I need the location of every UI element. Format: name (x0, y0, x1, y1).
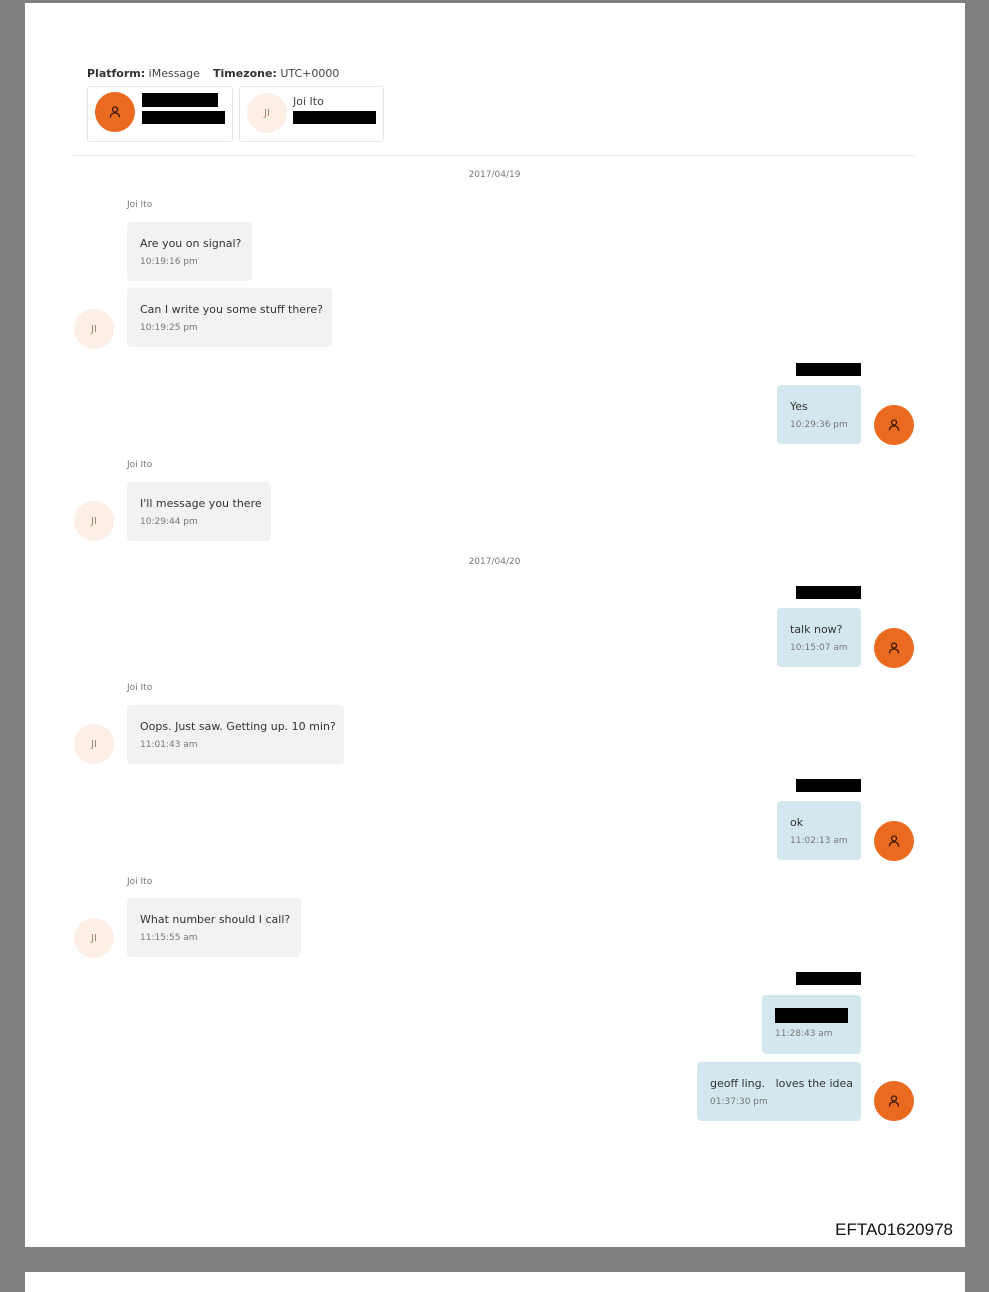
bates-number: EFTA01620978 (835, 1220, 953, 1239)
sender-name-redacted (796, 586, 861, 599)
timezone-label: Timezone: UTC+0000 (213, 67, 340, 80)
sender-name-redacted (796, 779, 861, 792)
person-icon (874, 821, 914, 861)
message-time: 01:37:30 pm (710, 1097, 768, 1107)
person-icon (874, 405, 914, 445)
message-bubble: Oops. Just saw. Getting up. 10 min? 11:0… (127, 705, 344, 764)
message-bubble: ok 11:02:13 am (777, 801, 861, 860)
message-bubble: Can I write you some stuff there? 10:19:… (127, 288, 332, 347)
sender-name: Joi Ito (127, 200, 153, 210)
message-bubble: Are you on signal? 10:19:16 pm (127, 222, 252, 281)
person-icon (874, 628, 914, 668)
message-bubble: talk now? 10:15:07 am (777, 608, 861, 667)
sender-name-redacted (796, 363, 861, 376)
message-time: 11:28:43 am (775, 1029, 833, 1039)
message-text: ok (790, 816, 804, 829)
message-text: Oops. Just saw. Getting up. 10 min? (140, 720, 336, 733)
message-time: 10:29:36 pm (790, 420, 848, 430)
participant-card-joi-ito: JI Joi Ito (239, 86, 384, 142)
date-separator: 2017/04/20 (468, 557, 521, 567)
avatar-ji: JI (247, 93, 287, 133)
message-time: 11:15:55 am (140, 933, 198, 943)
platform-label: Platform: iMessage (87, 67, 200, 80)
message-text: Can I write you some stuff there? (140, 303, 323, 316)
person-icon (874, 1081, 914, 1121)
sender-name: Joi Ito (127, 460, 153, 470)
avatar-ji: JI (74, 309, 114, 349)
message-bubble: Yes 10:29:36 pm (777, 385, 861, 444)
message-time: 11:01:43 am (140, 740, 198, 750)
sender-name: Joi Ito (127, 877, 153, 887)
next-page (25, 1272, 965, 1292)
person-icon (95, 92, 135, 132)
redaction (293, 111, 376, 124)
avatar-ji: JI (74, 724, 114, 764)
redaction (142, 93, 218, 107)
participant-card-me (87, 86, 233, 142)
participant-name: Joi Ito (293, 95, 324, 108)
redaction (142, 111, 225, 124)
message-bubble: I'll message you there 10:29:44 pm (127, 482, 271, 541)
avatar-ji: JI (74, 918, 114, 958)
message-text: talk now? (790, 623, 843, 636)
message-time: 10:29:44 pm (140, 517, 198, 527)
sender-name-redacted (796, 972, 861, 985)
sender-name: Joi Ito (127, 683, 153, 693)
message-bubble: What number should I call? 11:15:55 am (127, 898, 301, 957)
message-text-redacted (775, 1008, 848, 1023)
message-text: What number should I call? (140, 913, 291, 926)
message-text: geoff ling. loves the idea (710, 1077, 853, 1090)
message-time: 10:15:07 am (790, 643, 848, 653)
message-time: 10:19:16 pm (140, 257, 198, 267)
divider (73, 155, 914, 156)
message-text: Yes (790, 400, 808, 413)
message-bubble: geoff ling. loves the idea 01:37:30 pm (697, 1062, 861, 1121)
message-text: I'll message you there (140, 497, 262, 510)
message-time: 10:19:25 pm (140, 323, 198, 333)
avatar-ji: JI (74, 501, 114, 541)
message-text: Are you on signal? (140, 237, 242, 250)
message-time: 11:02:13 am (790, 836, 848, 846)
message-bubble: 11:28:43 am (762, 995, 861, 1054)
date-separator: 2017/04/19 (468, 170, 521, 180)
